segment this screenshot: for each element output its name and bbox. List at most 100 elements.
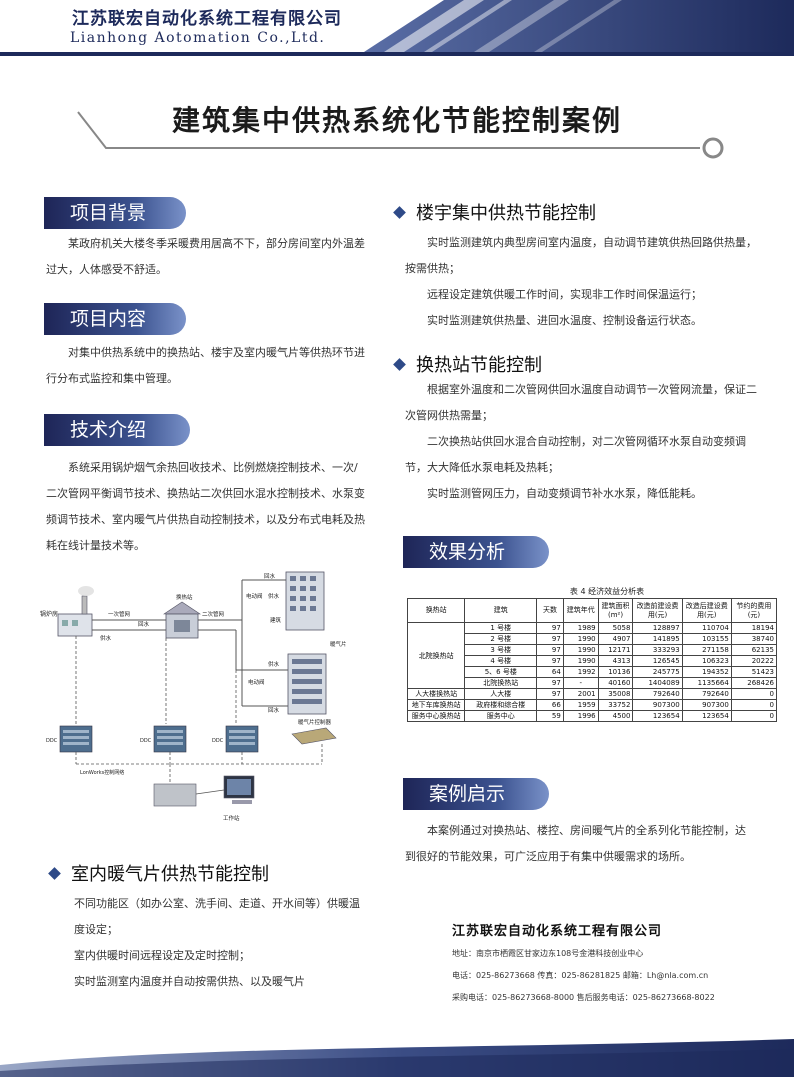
header-stripes [364,0,794,52]
insight-text: 本案例通过对换热站、楼控、房间暖气片的全系列化节能控制，达到很好的节能效果，可广… [405,818,750,870]
ddc-controller-icon [153,725,187,753]
title-decoration [77,111,724,159]
table-cell: 1959 [562,699,599,711]
table-cell: 333293 [632,644,683,656]
table-cell: 4313 [597,655,634,667]
table-row: 北院换热站 1 号楼 97 1989 5058 128897 110704 18… [406,622,778,689]
table-cell: 5058 [597,622,634,634]
table-cell: 4 号楼 [464,655,538,667]
table-header: 建筑面积(m²) [597,598,634,623]
table-row: 3 号楼 97 1990 12171 333293 271158 62135 [408,644,778,656]
table-cell: 1990 [562,644,599,656]
table-cell: 66 [536,699,564,711]
table-cell: 0 [730,699,778,711]
company-contact: 江苏联宏自动化系统工程有限公司 地址：南京市栖霞区甘家边东108号金港科技创业中… [452,920,782,1006]
table-cell: 4500 [597,710,634,722]
table-cell: 126545 [632,655,683,667]
table-cell: 62135 [730,644,778,656]
table-cell: 0 [730,710,778,722]
table-cell: 907300 [681,699,732,711]
paragraph: 某政府机关大楼冬季采暖费用居高不下，部分房间室内外温差过大，人体感受不舒适。 [46,237,365,276]
supply-label: 供水 [268,660,280,668]
table-cell: 北院换热站 [464,677,538,689]
paragraph: 实时监测室内温度并自动按需供热、以及暖气片 [74,975,305,988]
building-label: 建筑 [270,616,282,624]
page-title: 建筑集中供热系统化节能控制案例 [171,104,622,137]
footer-sales: 采购电话：025-86273668-8000 售后服务电话：025-862736… [452,993,715,1002]
table-cell: 33752 [597,699,634,711]
table-cell: 40160 [597,677,634,689]
table-cell: 1990 [562,655,599,667]
paragraph: 不同功能区（如办公室、洗手间、走道、开水间等）供暖温度设定； [74,897,360,936]
table-cell: 服务中心 [464,710,538,722]
table-cell: 97 [536,655,564,667]
tech-text: 系统采用锅炉烟气余热回收技术、比例燃烧控制技术、一次/二次管网平衡调节技术、换热… [46,455,366,559]
table-cell: 110704 [681,622,732,634]
header-rule [0,52,794,56]
table-cell: 1992 [562,666,599,678]
table-cell: 1 号楼 [464,622,538,634]
table-row: 服务中心换热站 服务中心 59 1996 4500 123654 123654 … [406,710,778,722]
table-cell: 10136 [597,666,634,678]
return-label: 回水 [264,572,276,580]
ddc-controller-icon [225,725,259,753]
table-cell: 北院换热站 [406,622,466,689]
section-pill-tech: 技术介绍 [44,414,190,446]
footer-address: 地址：南京市栖霞区甘家边东108号金港科技创业中心 [452,949,644,958]
table-cell: 38740 [730,633,778,645]
table-cell: 97 [536,644,564,656]
table-cell: 245775 [632,666,683,678]
table-row: 地下车库换热站 政府楼和综合楼 66 1959 33752 907300 907… [406,699,778,711]
paragraph: 实时监测建筑内典型房间室内温度，自动调节建筑供热回路供热量，按需供热； [405,236,757,275]
table-cell: 97 [536,633,564,645]
workstation-label: 工作站 [223,814,240,822]
table-cell: 地下车库换热站 [406,699,466,711]
table-cell: 194352 [681,666,732,678]
diamond-icon [48,866,61,880]
footer-contact: 电话：025-86273668 传真：025-86281825 邮箱：Lh@nl… [452,971,709,980]
table-cell: 5、6 号楼 [464,666,538,678]
table-cell: 4907 [597,633,634,645]
building-icon [285,571,325,631]
supply-label: 供水 [100,634,112,642]
section-label: 技术介绍 [70,419,147,441]
radiator-label: 暖气片 [330,640,347,648]
table-cell: 59 [536,710,564,722]
subhead-station: 换热站节能控制 [393,351,542,377]
table-cell: 792640 [681,688,732,700]
ddc-label: DDC [212,738,224,744]
radiator-controller-icon [291,727,337,745]
table-cell: 2 号楼 [464,633,538,645]
workstation-icon [153,775,255,807]
table-cell: 20222 [730,655,778,667]
table-cell: 141895 [632,633,683,645]
table-cell: 0 [730,688,778,700]
boiler-label: 锅炉房 [40,610,58,618]
company-name-en: Lianhong Aotomation Co.,Ltd. [70,30,326,46]
ddc-label: DDC [46,738,58,744]
header-band: 江苏联宏自动化系统工程有限公司 Lianhong Aotomation Co.,… [0,0,794,52]
background-text: 某政府机关大楼冬季采暖费用居高不下，部分房间室内外温差过大，人体感受不舒适。 [46,231,366,283]
table-header: 换热站 [406,598,466,623]
secondary-net-label: 二次管网 [202,610,225,618]
table-cell: 1404089 [632,677,683,689]
table-cell: 792640 [632,688,683,700]
paragraph: 系统采用锅炉烟气余热回收技术、比例燃烧控制技术、一次/二次管网平衡调节技术、换热… [46,461,365,552]
paragraph: 根据室外温度和二次管网供回水温度自动调节一次管网流量，保证二次管网供热需量； [405,383,757,422]
motor-valve-label: 电动阀 [246,592,263,600]
table-cell: 服务中心换热站 [406,710,466,722]
table-cell: 64 [536,666,564,678]
paragraph: 对集中供热系统中的换热站、楼宇及室内暖气片等供热环节进行分布式监控和集中管理。 [46,346,365,385]
station-label: 换热站 [176,593,193,601]
section-pill-background: 项目背景 [44,197,186,229]
table-cell: 123654 [681,710,732,722]
motor-valve-label: 电动阀 [248,678,265,686]
return-label: 回水 [138,620,150,628]
table-cell: 106323 [681,655,732,667]
subhead-label: 换热站节能控制 [416,355,542,376]
table-cell: 271158 [681,644,732,656]
ddc-label: DDC [140,738,152,744]
economic-table: 表 4 经济效益分析表 换热站 建筑 天数 建筑年代 建筑面积(m²) 改造前建… [406,586,778,722]
table-cell: 907300 [632,699,683,711]
table-cell: 123654 [632,710,683,722]
